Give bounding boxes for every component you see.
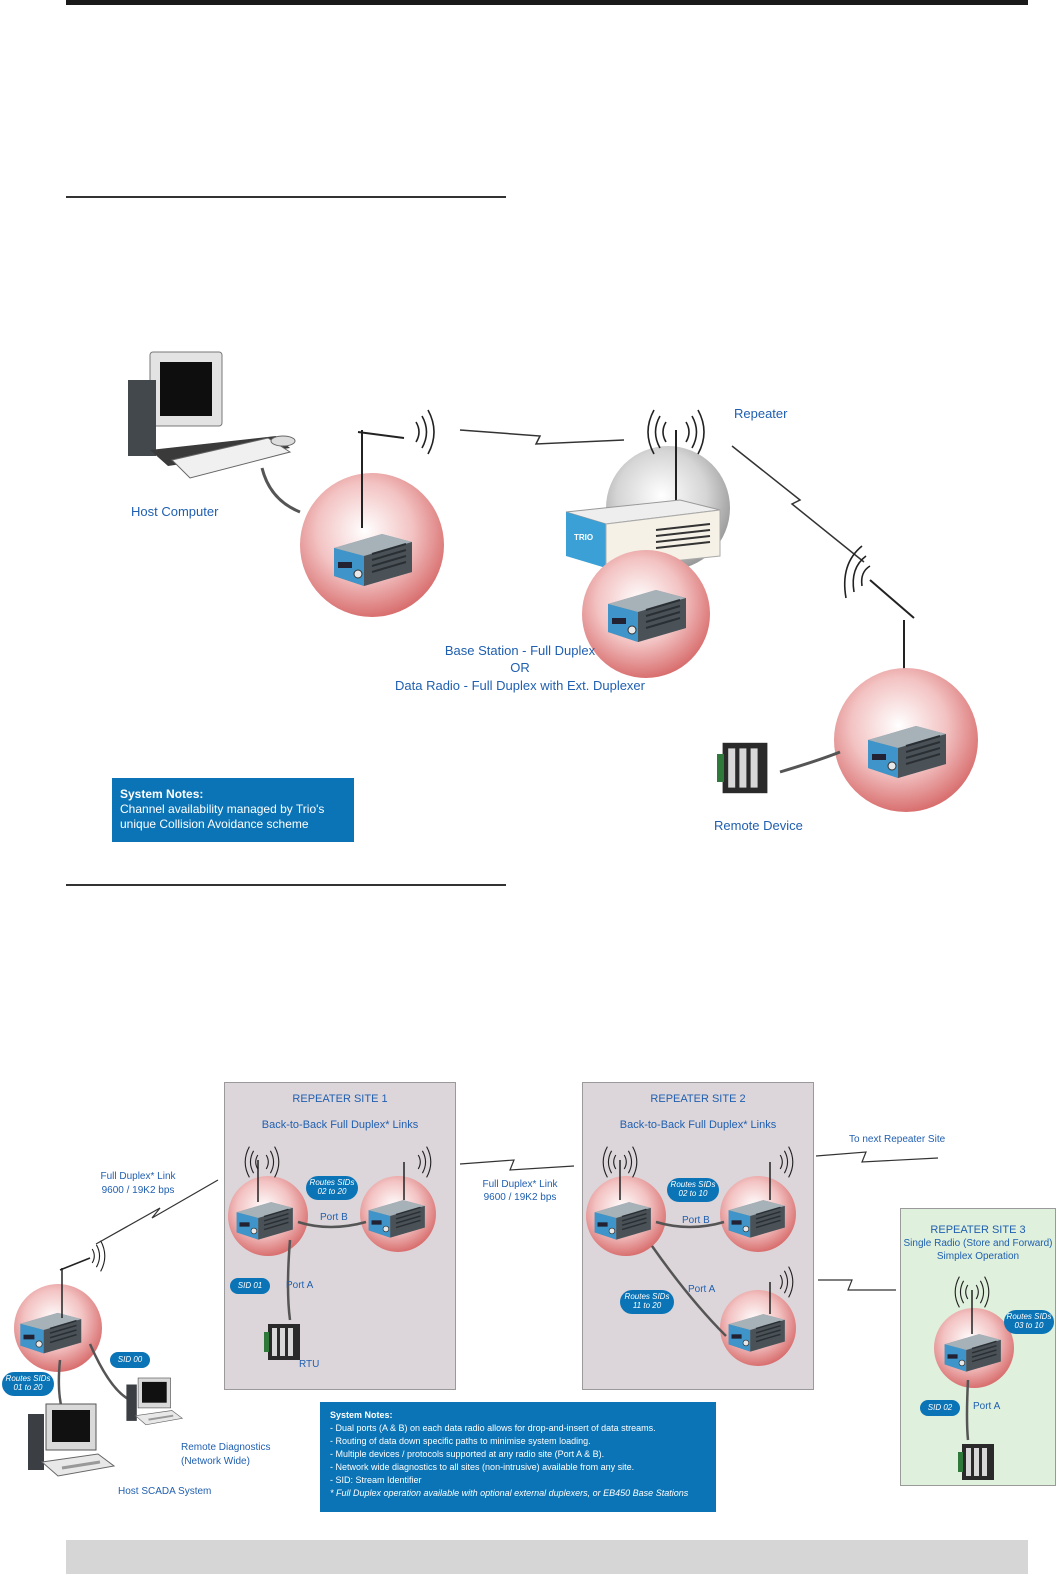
- system-notes-1: System Notes: Channel availability manag…: [112, 778, 354, 842]
- radio-link-2: [731, 445, 865, 563]
- remote-device-label: Remote Device: [714, 818, 803, 833]
- link-mid-label-1: Full Duplex* Link: [482, 1179, 558, 1190]
- notes-title-2: System Notes:: [330, 1410, 393, 1420]
- site2-port-b-label: Port B: [682, 1215, 710, 1226]
- section-rule-1: [66, 196, 506, 198]
- sid00-badge: SID 00: [110, 1352, 150, 1368]
- site2-title: REPEATER SITE 2: [650, 1093, 746, 1105]
- site3-port-a-label: Port A: [973, 1401, 1001, 1412]
- site2-subtitle: Back-to-Back Full Duplex* Links: [619, 1119, 777, 1131]
- site1-port-b-label: Port B: [320, 1212, 348, 1223]
- notes-line-1a: Channel availability managed by Trio's: [120, 802, 325, 816]
- remote-diagnostics-pc-icon: [125, 1377, 184, 1426]
- remote-diagnostics-scope-label: (Network Wide): [181, 1456, 250, 1467]
- link-left-label-1: Full Duplex* Link: [100, 1171, 176, 1182]
- notes-line-2a: - Dual ports (A & B) on each data radio …: [330, 1423, 656, 1433]
- remote-device-icon: [717, 742, 768, 794]
- repeater-label: Repeater: [734, 406, 788, 421]
- or-label: OR: [510, 660, 530, 675]
- site2-waves-b-icon: [779, 1146, 794, 1178]
- host-computer-label: Host Computer: [131, 504, 219, 519]
- radio-link-next: [815, 1151, 939, 1163]
- site3-subtitle-2: Simplex Operation: [936, 1251, 1020, 1262]
- site1-title: REPEATER SITE 1: [292, 1093, 388, 1105]
- notes-title-1: System Notes:: [120, 787, 204, 801]
- site3-subtitle-1: Single Radio (Store and Forward): [903, 1238, 1053, 1249]
- site3-sid-badge: SID 02: [920, 1400, 960, 1416]
- radio-link-left: [95, 1179, 219, 1245]
- to-next-site-label: To next Repeater Site: [849, 1134, 946, 1145]
- waves-host2-icon: [91, 1240, 106, 1272]
- rtu-icon: [264, 1324, 300, 1360]
- system-notes-2: System Notes: - Dual ports (A & B) on ea…: [320, 1402, 716, 1512]
- notes-footnote: * Full Duplex operation available with o…: [330, 1488, 689, 1498]
- site3-title: REPEATER SITE 3: [930, 1224, 1026, 1236]
- site2-waves-c-icon: [779, 1266, 794, 1298]
- data-radio-label: Data Radio - Full Duplex with Ext. Duple…: [395, 678, 645, 693]
- rtu-label: RTU: [299, 1359, 320, 1370]
- radio-link-1: [459, 429, 625, 445]
- section-rule-2: [66, 884, 506, 886]
- site1-subtitle: Back-to-Back Full Duplex* Links: [261, 1119, 419, 1131]
- base-station-logo: TRIO: [574, 533, 593, 542]
- radio-link-mid: [459, 1159, 575, 1171]
- site1-waves-b-icon: [417, 1146, 432, 1178]
- site1-waves-a-icon: [244, 1146, 280, 1178]
- host-scada-label: Host SCADA System: [118, 1486, 212, 1497]
- host-scada-pc-icon: [26, 1402, 116, 1478]
- site2-port-a-label: Port A: [688, 1284, 716, 1295]
- footer-bar: [66, 1540, 1028, 1574]
- link-mid-label-2: 9600 / 19K2 bps: [483, 1192, 557, 1203]
- waves-host-icon: [415, 409, 435, 455]
- host-computer-icon: [128, 351, 296, 479]
- site1-sid-badge: SID 01: [230, 1278, 270, 1294]
- site1-port-a-label: Port A: [286, 1280, 314, 1291]
- notes-line-2d: - Network wide diagnostics to all sites …: [330, 1462, 635, 1472]
- notes-line-2b: - Routing of data down specific paths to…: [330, 1436, 591, 1446]
- radio-link-site3: [818, 1279, 896, 1291]
- notes-line-2c: - Multiple devices / protocols supported…: [330, 1449, 605, 1459]
- notes-line-2e: - SID: Stream Identifier: [330, 1475, 422, 1485]
- remote-diagnostics-label: Remote Diagnostics: [181, 1442, 271, 1453]
- notes-line-1b: unique Collision Avoidance scheme: [120, 817, 309, 831]
- top-bar: [66, 0, 1028, 5]
- base-station-label: Base Station - Full Duplex: [444, 643, 596, 658]
- site3-device-icon: [958, 1444, 994, 1480]
- link-left-label-2: 9600 / 19K2 bps: [101, 1185, 175, 1196]
